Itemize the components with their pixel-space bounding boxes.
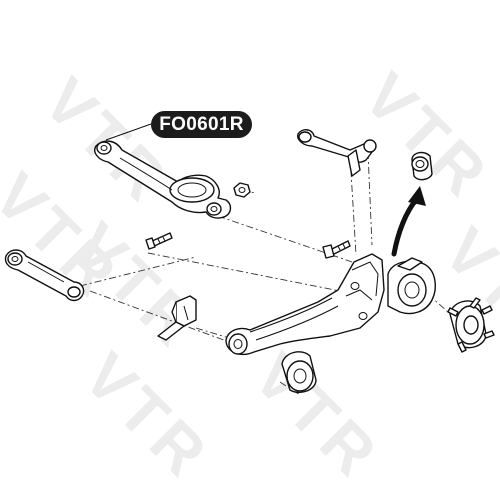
bushing-bottom <box>281 351 317 394</box>
toe-link <box>297 129 377 177</box>
lower-lateral-link <box>4 249 85 302</box>
curved-arrow <box>391 186 426 257</box>
mounting-bracket <box>157 295 197 341</box>
wheel-hub <box>447 297 495 353</box>
hub-housing <box>387 257 436 315</box>
watermark-text: VTR <box>240 339 394 493</box>
hex-nut <box>233 182 251 198</box>
watermark-text: VTR <box>70 339 224 493</box>
watermark-text: VTR <box>350 59 500 213</box>
trailing-arm <box>225 253 385 356</box>
upper-control-arm <box>94 140 232 219</box>
bolt-upper <box>145 232 173 250</box>
label-leader-line <box>105 123 152 141</box>
part-number-badge: FO0601R <box>151 111 252 138</box>
bushing-top <box>411 151 433 181</box>
bolt-middle <box>322 240 351 259</box>
